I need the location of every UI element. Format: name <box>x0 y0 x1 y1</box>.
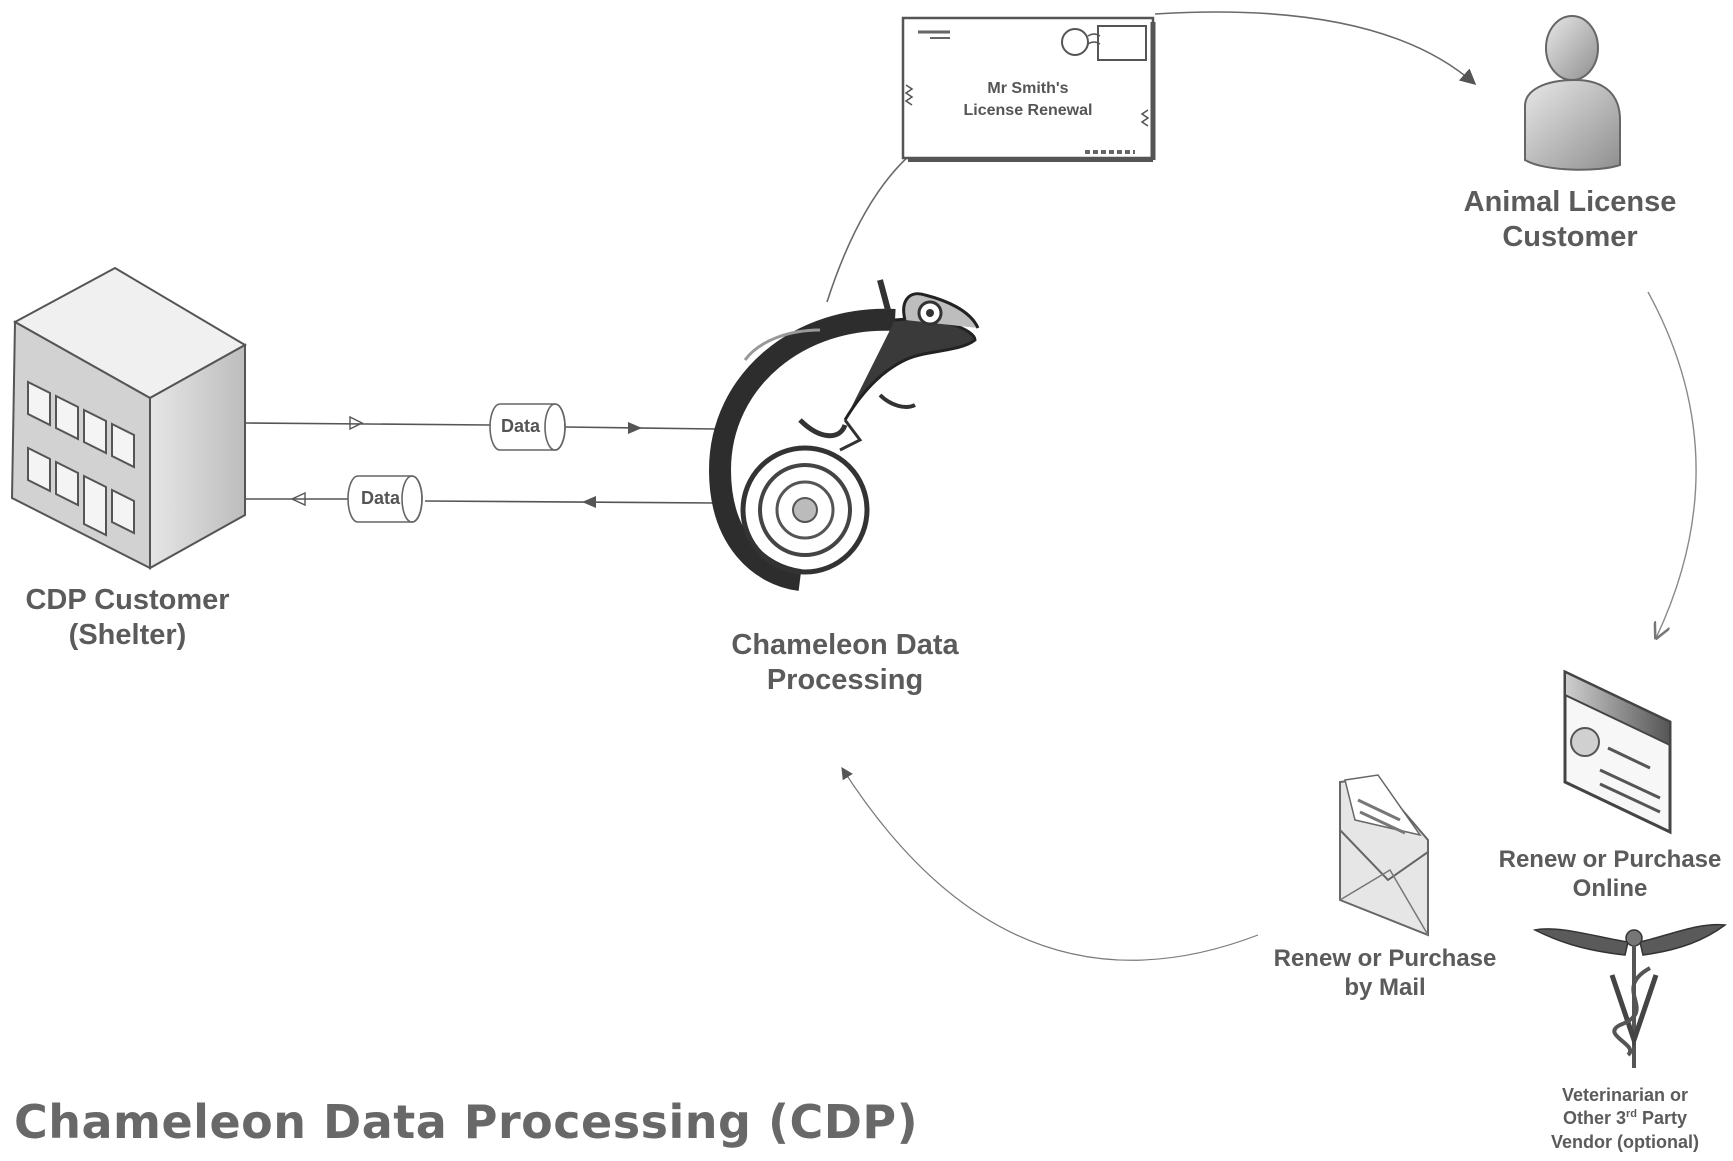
renewal-envelope-icon <box>901 16 1156 162</box>
data-cylinder-top <box>489 403 566 451</box>
data-label-bottom: Data <box>361 488 401 508</box>
data-label-top: Data <box>501 416 541 436</box>
cdp-customer-line1: CDP Customer <box>25 584 230 616</box>
envelope-line1: Mr Smith's <box>987 80 1069 97</box>
data-flow-to-chameleon <box>244 415 716 434</box>
data-flow-to-shelter <box>245 491 716 508</box>
label-cdp-customer: CDP Customer (Shelter) <box>5 583 250 653</box>
arc-mail-to-chameleon <box>841 766 1259 961</box>
chameleon-line1: Chameleon Data <box>731 629 959 661</box>
label-renew-online: Renew or Purchase Online <box>1490 846 1730 904</box>
animal-customer-line2: Customer <box>1502 220 1638 253</box>
envelope-line2: License Renewal <box>963 101 1093 119</box>
label-animal-customer: Animal License Customer <box>1440 185 1700 255</box>
label-chameleon: Chameleon Data Processing <box>695 628 995 698</box>
chameleon-line2: Processing <box>766 663 924 696</box>
renew-online-line2: Online <box>1572 874 1648 902</box>
renew-mail-line2: by Mail <box>1344 973 1426 1001</box>
browser-window-icon <box>1563 669 1672 835</box>
vet-sup: rd <box>1626 1108 1637 1121</box>
label-vet: Veterinarian or Other 3rd Party Vendor (… <box>1525 1084 1725 1154</box>
data-cylinder-bottom <box>347 475 423 523</box>
renew-online-line1: Renew or Purchase <box>1498 846 1722 873</box>
person-icon <box>1524 15 1621 171</box>
vet-line2: Other 3rd Party <box>1525 1107 1725 1130</box>
vet-line1: Veterinarian or <box>1561 1085 1689 1105</box>
envelope-label: Mr Smith's License Renewal <box>918 78 1138 121</box>
renew-mail-line1: Renew or Purchase <box>1273 945 1497 972</box>
arc-chameleon-to-envelope <box>826 154 911 303</box>
chameleon-logo-icon <box>708 279 980 591</box>
mail-envelope-icon <box>1339 774 1429 937</box>
building-icon <box>10 266 248 570</box>
cdp-customer-line2: (Shelter) <box>68 618 187 651</box>
vet-line2b: Party <box>1637 1108 1688 1129</box>
arc-envelope-to-customer <box>1154 11 1477 86</box>
page-title: Chameleon Data Processing (CDP) <box>14 1095 919 1149</box>
animal-customer-line1: Animal License <box>1463 186 1677 218</box>
label-renew-mail: Renew or Purchase by Mail <box>1265 945 1505 1003</box>
caduceus-icon <box>1532 923 1727 1068</box>
vet-line3: Vendor (optional) <box>1551 1131 1699 1152</box>
arc-customer-to-online <box>1647 291 1697 638</box>
vet-line2a: Other 3 <box>1562 1108 1626 1129</box>
